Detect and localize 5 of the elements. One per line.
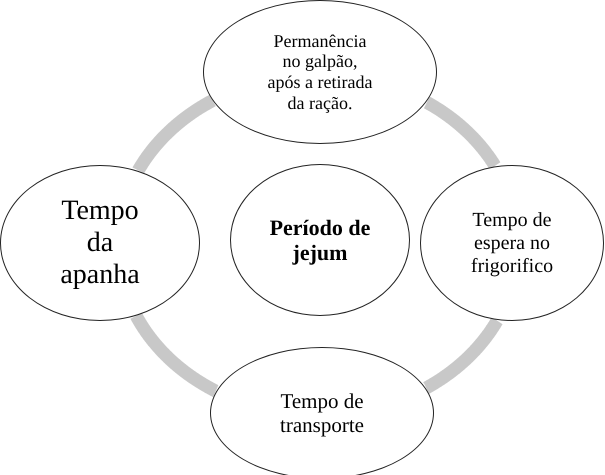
node-label: Permanência no galpão, após a retirada da ração. bbox=[266, 30, 374, 114]
node-label: Tempo de espera no frigorifico bbox=[470, 208, 554, 278]
node-label: Tempo da apanha bbox=[59, 194, 141, 292]
node-label: Período de jejum bbox=[268, 214, 372, 266]
node-label: Tempo de transporte bbox=[279, 388, 365, 438]
